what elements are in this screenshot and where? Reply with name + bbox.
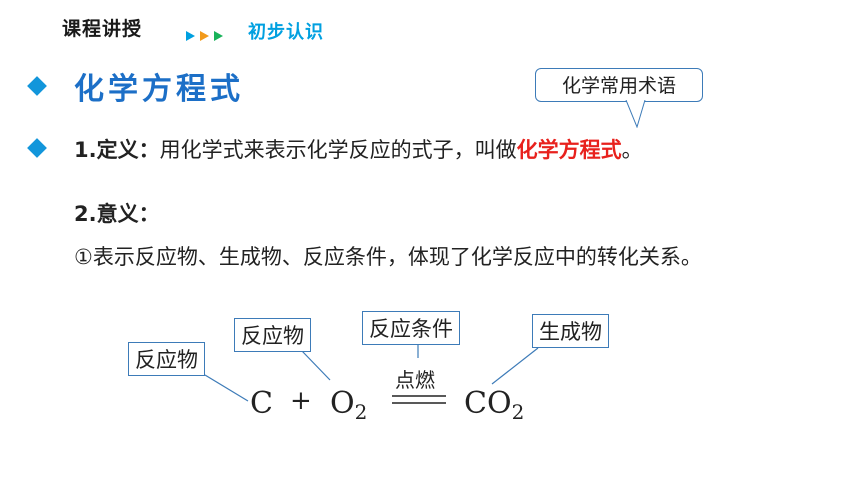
definition-highlight: 化学方程式	[516, 138, 622, 162]
plus-sign: +	[290, 386, 312, 416]
reactant-carbon: C	[250, 386, 273, 421]
reaction-condition: 点燃	[395, 368, 435, 392]
page-title: 化学方程式	[74, 72, 244, 107]
meaning-label: 2.意义：	[74, 202, 160, 226]
callout-box: 化学常用术语	[535, 68, 703, 102]
condition-label-box: 反应条件	[362, 311, 460, 345]
reactant-label-box: 反应物	[128, 342, 205, 376]
arrow-right-icon	[200, 31, 209, 41]
meaning-text: ①表示反应物、生成物、反应条件，体现了化学反应中的转化关系。	[74, 245, 702, 269]
definition-end: 。	[621, 138, 643, 162]
arrow-right-icon	[214, 31, 223, 41]
arrow-right-icon	[186, 31, 195, 41]
definition-label: 1.定义：	[74, 138, 160, 162]
callout-pointer	[625, 100, 646, 128]
reactant-oxygen: O2	[330, 386, 368, 424]
definition-text: 用化学式来表示化学反应的式子，叫做	[159, 138, 517, 162]
subsection-title: 初步认识	[248, 22, 324, 43]
arrow-icons	[186, 31, 223, 43]
definition-line: 1.定义：用化学式来表示化学反应的式子，叫做化学方程式。	[74, 134, 643, 164]
product-co2: CO2	[464, 386, 525, 424]
section-title: 课程讲授	[62, 18, 143, 40]
product-label-box: 生成物	[532, 314, 609, 348]
reactant-label-box: 反应物	[234, 318, 311, 352]
